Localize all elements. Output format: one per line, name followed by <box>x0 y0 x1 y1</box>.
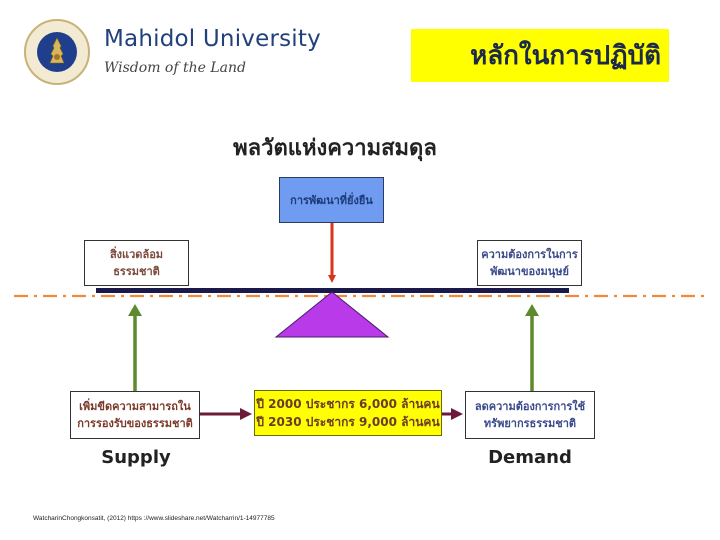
university-name: Mahidol University <box>104 26 321 52</box>
human-needs-line-1: ความต้องการในการ <box>481 248 578 261</box>
environment-line-1: สิ่งแวดล้อม <box>109 248 164 261</box>
sustainable-development-text: การพัฒนาที่ยั่งยืน <box>290 193 373 207</box>
population-line-1: ปี 2000 ประชากร 6,000 ล้านคน <box>256 397 440 411</box>
human-needs-box: ความต้องการในการ พัฒนาของมนุษย์ <box>477 240 582 286</box>
increase-capacity-line-2: การรองรับของธรรมชาติ <box>77 417 193 430</box>
slide-title: หลักในการปฏิบัติ <box>470 41 661 71</box>
university-tagline: Wisdom of the Land <box>104 60 246 76</box>
citation: WatcharinChongkonsatit, (2012) https ://… <box>33 515 275 522</box>
fulcrum-triangle <box>274 291 390 338</box>
balance-beam <box>96 288 569 293</box>
increase-capacity-box: เพิ่มขีดความสามารถใน การรองรับของธรรมชาต… <box>70 391 200 439</box>
sustainable-development-box: การพัฒนาที่ยั่งยืน <box>279 177 384 223</box>
increase-capacity-line-1: เพิ่มขีดความสามารถใน <box>79 400 191 413</box>
environment-line-2: ธรรมชาติ <box>113 265 160 278</box>
diagram-title: พลวัตแห่งความสมดุล <box>233 136 437 161</box>
reduce-demand-box: ลดความต้องการการใช้ ทรัพยากรธรรมชาติ <box>465 391 595 439</box>
environment-box: สิ่งแวดล้อม ธรรมชาติ <box>84 240 189 286</box>
supply-label: Supply <box>101 447 171 468</box>
crest-icon <box>49 37 65 64</box>
population-line-2: ปี 2030 ประชากร 9,000 ล้านคน <box>256 415 440 429</box>
demand-label: Demand <box>488 447 572 468</box>
slide-title-banner: หลักในการปฏิบัติ <box>411 29 669 82</box>
population-box: ปี 2000 ประชากร 6,000 ล้านคน ปี 2030 ประ… <box>254 390 442 436</box>
reduce-demand-line-2: ทรัพยากรธรรมชาติ <box>483 417 577 430</box>
reduce-demand-line-1: ลดความต้องการการใช้ <box>474 400 586 413</box>
human-needs-line-2: พัฒนาของมนุษย์ <box>490 265 569 278</box>
university-seal-logo <box>24 19 90 85</box>
